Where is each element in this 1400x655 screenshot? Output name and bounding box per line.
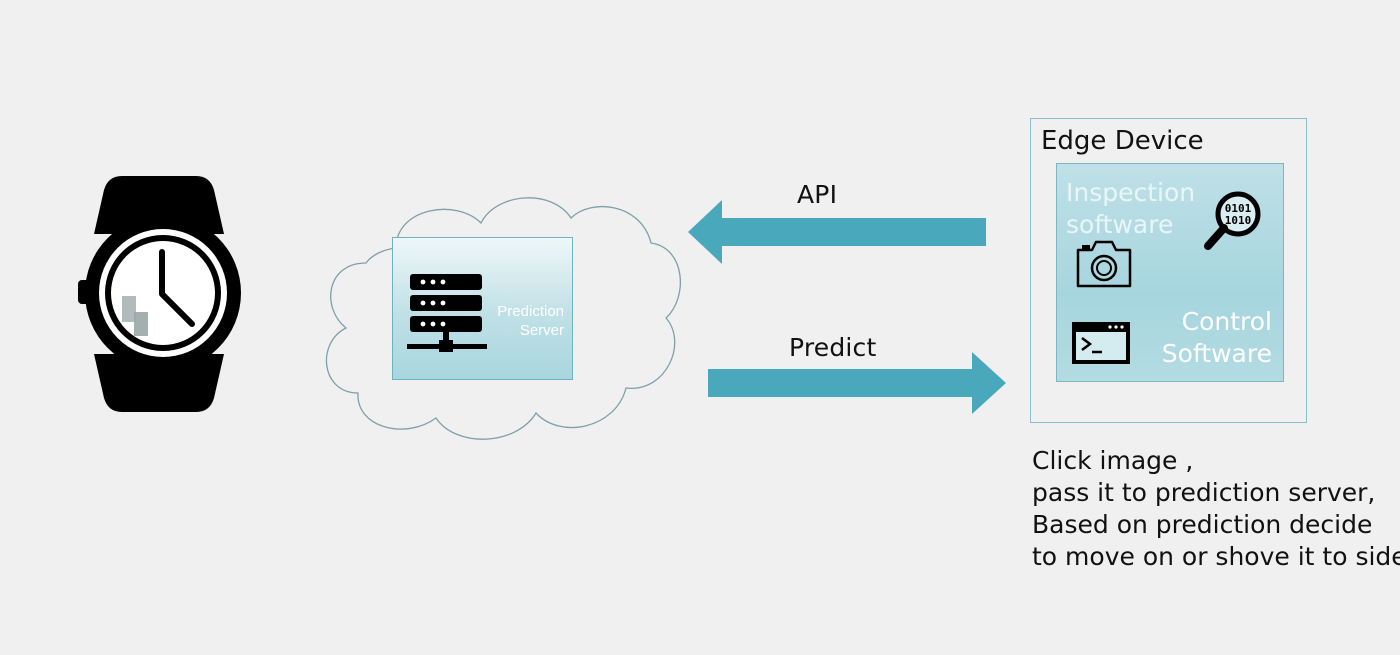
description-line: to move on or shove it to side <box>1032 542 1400 571</box>
control-label-line1: Control <box>1181 307 1272 336</box>
server-label-line1: Prediction <box>497 303 564 320</box>
inspection-label-line2: software <box>1066 210 1174 239</box>
control-label-line2: Software <box>1161 339 1272 368</box>
server-rack-icon <box>407 274 487 352</box>
camera-icon <box>1076 240 1132 288</box>
svg-text:0101: 0101 <box>1225 202 1252 215</box>
description-line: Based on prediction decide <box>1032 510 1373 539</box>
svg-text:1010: 1010 <box>1225 214 1252 227</box>
api-arrow <box>688 200 986 264</box>
server-label-line2: Server <box>519 322 564 339</box>
inspection-software-label: Inspection software <box>1066 177 1216 241</box>
edge-device-frame <box>1030 118 1307 423</box>
smartwatch-icon <box>78 176 241 412</box>
edge-device-title: Edge Device <box>1041 126 1204 156</box>
inspection-label-line1: Inspection <box>1066 178 1196 207</box>
magnifier-binary-icon: 0101 1010 <box>1204 191 1261 250</box>
predict-label: Predict <box>789 333 877 362</box>
terminal-window-icon <box>1072 322 1130 364</box>
description-text: Click image , pass it to prediction serv… <box>1032 445 1400 573</box>
api-label: API <box>797 180 838 209</box>
description-line: Click image , <box>1032 446 1194 475</box>
description-line: pass it to prediction server, <box>1032 478 1376 507</box>
prediction-server-label: Prediction Server <box>484 302 564 340</box>
predict-arrow <box>708 352 1006 414</box>
control-software-label: Control Software <box>1150 306 1272 370</box>
